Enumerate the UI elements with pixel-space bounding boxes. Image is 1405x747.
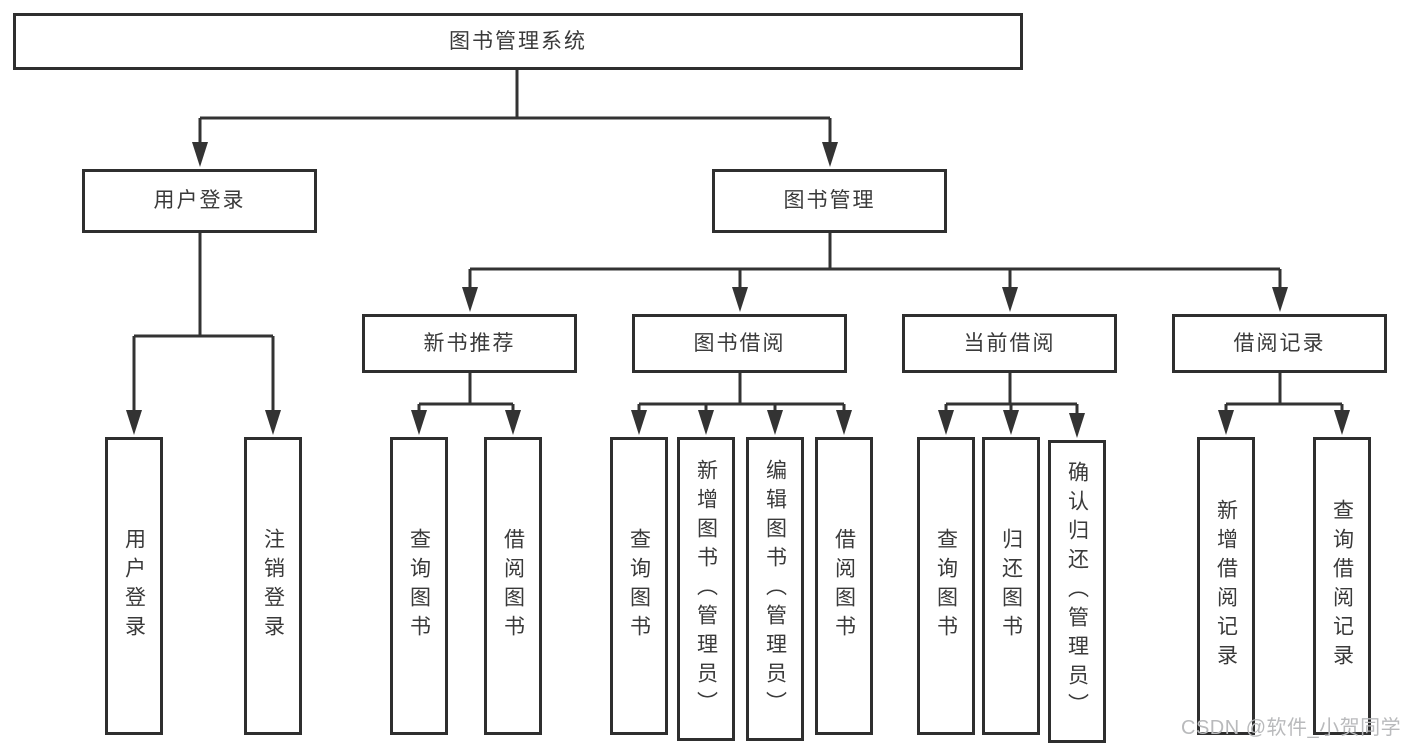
node-leaf-edit-book-admin: 编辑图书（管理员） <box>746 437 804 741</box>
node-leaf-logout: 注销登录 <box>244 437 302 735</box>
node-leaf-query-book-current: 查询图书 <box>917 437 975 735</box>
node-leaf-borrow-book: 借阅图书 <box>815 437 873 735</box>
connector-records-branch <box>1218 373 1350 435</box>
connector-root-to-level2 <box>192 69 838 167</box>
node-leaf-add-borrow-record: 新增借阅记录 <box>1197 437 1255 735</box>
node-current-borrowing: 当前借阅 <box>902 314 1117 373</box>
node-leaf-confirm-return-admin: 确认归还（管理员） <box>1048 440 1106 743</box>
connector-borrow-branch <box>631 373 852 435</box>
node-leaf-borrow-book-recommend: 借阅图书 <box>484 437 542 735</box>
node-book-borrowing: 图书借阅 <box>632 314 847 373</box>
node-library-management-system: 图书管理系统 <box>13 13 1023 70</box>
connector-current-branch <box>938 373 1085 438</box>
node-user-login: 用户登录 <box>82 169 317 233</box>
node-new-book-recommend: 新书推荐 <box>362 314 577 373</box>
node-leaf-add-book-admin: 新增图书（管理员） <box>677 437 735 741</box>
csdn-watermark: CSDN @软件_小贺同学 <box>1181 717 1402 739</box>
node-leaf-query-book-recommend: 查询图书 <box>390 437 448 735</box>
node-book-management: 图书管理 <box>712 169 947 233</box>
connector-login-branch <box>126 233 281 435</box>
node-leaf-query-borrow-record: 查询借阅记录 <box>1313 437 1371 735</box>
node-leaf-return-book: 归还图书 <box>982 437 1040 735</box>
node-borrowing-records: 借阅记录 <box>1172 314 1387 373</box>
connector-bookmgmt-to-level3 <box>462 233 1288 312</box>
node-leaf-query-book-borrow: 查询图书 <box>610 437 668 735</box>
node-leaf-user-login: 用户登录 <box>105 437 163 735</box>
connector-newbook-branch <box>411 373 521 435</box>
